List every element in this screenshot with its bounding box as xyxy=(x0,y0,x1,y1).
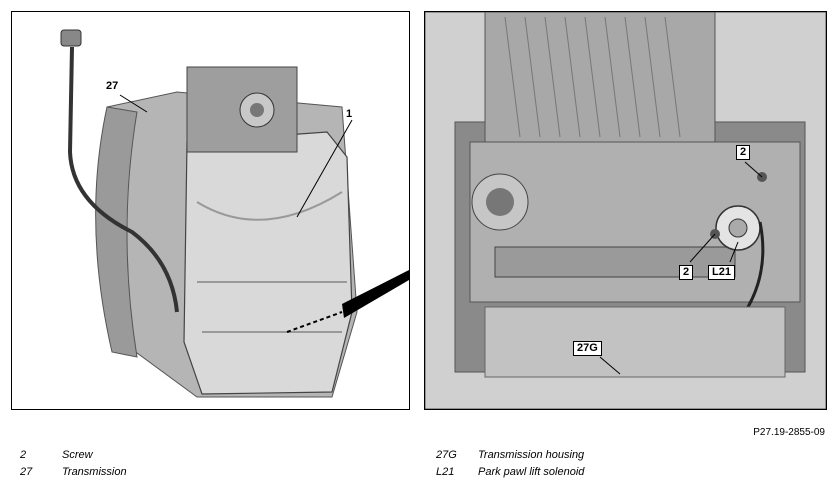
detail-pointer-arrow xyxy=(342,270,409,318)
callout-27: 27 xyxy=(106,80,119,92)
legend-label: Transmission housing xyxy=(478,448,585,461)
legend-left: 2 Screw 27 Transmission xyxy=(20,446,127,480)
pump-center-shape xyxy=(486,188,514,216)
oil-sump-shape xyxy=(484,306,786,378)
oil-pan-rib xyxy=(196,191,343,221)
legend-right: 27G Transmission housing L21 Park pawl l… xyxy=(436,446,584,480)
legend-label: Transmission xyxy=(62,465,127,478)
solenoid-plug-shape xyxy=(728,218,748,238)
legend-item: L21 Park pawl lift solenoid xyxy=(436,463,584,480)
leader-line-2-top xyxy=(744,161,763,178)
transmission-interior-illustration: 2 2 L21 27G xyxy=(424,11,827,410)
legend-item: 2 Screw xyxy=(20,446,127,463)
bell-housing-shape xyxy=(95,106,138,358)
oil-pan-shape xyxy=(183,131,353,395)
leader-line-2-bottom xyxy=(689,233,716,263)
gear-set-shape xyxy=(484,12,716,143)
legend-label: Park pawl lift solenoid xyxy=(478,465,585,478)
transmission-exterior-drawing xyxy=(60,29,409,398)
callout-2-bottom: 2 xyxy=(679,265,694,280)
leader-line-27G xyxy=(599,356,621,375)
callout-2-top: 2 xyxy=(736,145,751,160)
legend-key: 2 xyxy=(20,448,27,461)
leader-line-27 xyxy=(119,94,148,113)
callout-L21: L21 xyxy=(708,265,735,280)
legend-key: 27 xyxy=(20,465,33,478)
legend-item: 27 Transmission xyxy=(20,463,127,480)
callout-27G: 27G xyxy=(573,341,602,356)
leader-line-L21 xyxy=(729,241,739,263)
solenoid-center-shape xyxy=(250,103,264,117)
gear-teeth xyxy=(504,16,681,138)
transmission-interior-drawing xyxy=(425,12,826,409)
legend-label: Screw xyxy=(62,448,93,461)
detail-pointer-dashed xyxy=(286,311,343,333)
leader-line-1 xyxy=(296,119,353,218)
dipstick-tube xyxy=(67,46,179,313)
dipstick-cap xyxy=(60,29,82,47)
valve-spool-shape xyxy=(494,246,736,278)
legend-key: L21 xyxy=(436,465,455,478)
reference-code: P27.19-2855-09 xyxy=(753,427,825,438)
callout-1: 1 xyxy=(346,108,353,120)
legend-item: 27G Transmission housing xyxy=(436,446,584,463)
legend-key: 27G xyxy=(436,448,457,461)
transmission-exterior-illustration: 27 1 xyxy=(11,11,410,410)
